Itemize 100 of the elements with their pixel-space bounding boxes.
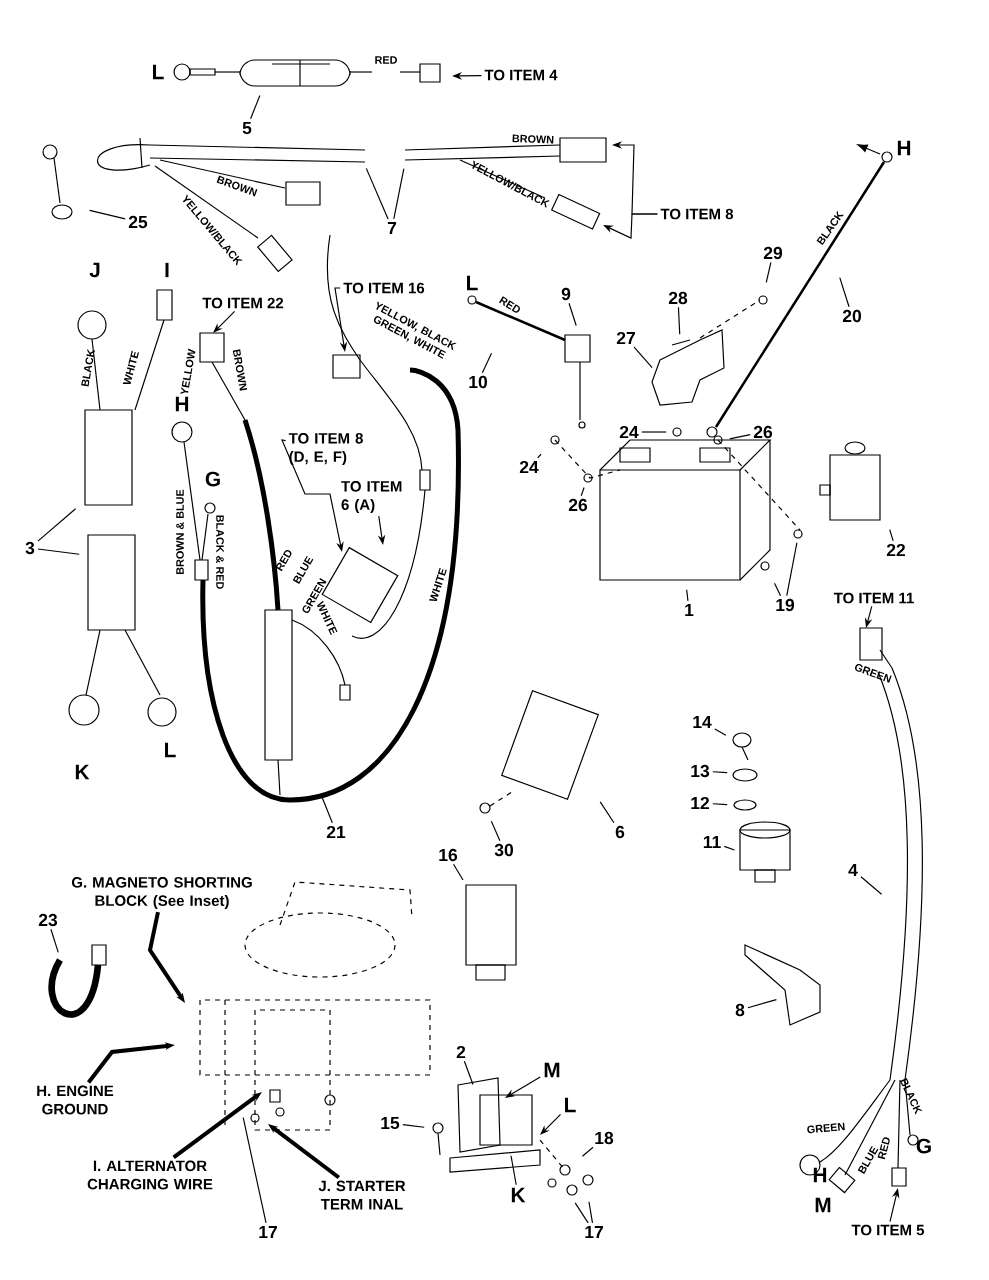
- leader-line: [889, 529, 894, 542]
- leader-line: [463, 1060, 474, 1086]
- leader-line: [393, 168, 405, 220]
- callout-number: 7: [387, 222, 397, 235]
- callout-number: 8: [735, 1003, 745, 1017]
- leader-line: [365, 167, 389, 220]
- callout-number: 21: [326, 825, 346, 839]
- connection-note: TO ITEM 22: [202, 297, 284, 309]
- callout-number: 24: [619, 425, 639, 439]
- part-note: I. ALTERNATOR CHARGING WIRE: [87, 1160, 213, 1190]
- terminal-letter: H: [175, 396, 189, 412]
- leader-line: [574, 1202, 589, 1224]
- leader-line: [402, 1124, 425, 1128]
- callout-number: 17: [585, 1226, 603, 1239]
- callout-number: 12: [691, 796, 709, 810]
- leader-line: [714, 728, 727, 736]
- pointer-arrow: [540, 1113, 562, 1135]
- callout-number: 6: [615, 825, 625, 839]
- callout-number: 24: [519, 460, 539, 474]
- callout-number: 18: [595, 1131, 614, 1145]
- callout-number: 10: [469, 375, 487, 389]
- terminal-letter: K: [511, 1187, 526, 1203]
- terminal-letter: G: [205, 471, 220, 487]
- leader-line: [490, 820, 501, 842]
- wire-color-label: RED: [498, 296, 520, 313]
- callout-number: 2: [456, 1045, 466, 1059]
- callout-number: 26: [753, 425, 773, 439]
- part-note: H. ENGINE GROUND: [37, 1085, 114, 1115]
- wire-color-label: WHITE: [122, 350, 139, 384]
- leader-line: [765, 261, 772, 283]
- leader-line: [568, 302, 577, 327]
- callout-number: 5: [242, 121, 252, 135]
- leader-line: [510, 1155, 517, 1186]
- leader-line: [321, 796, 333, 824]
- wire-color-label: BROWN: [512, 134, 554, 144]
- terminal-letter: I: [165, 262, 169, 278]
- callout-number: 20: [842, 309, 861, 323]
- callout-number: 30: [494, 843, 513, 857]
- wire-color-label: BROWN & BLUE: [176, 489, 184, 574]
- leader-line: [537, 453, 542, 459]
- leader-line: [860, 876, 883, 895]
- callout-number: 3: [25, 541, 35, 555]
- callout-number: 15: [381, 1116, 400, 1130]
- terminal-letter: L: [565, 1097, 576, 1113]
- callout-number: 29: [763, 246, 783, 260]
- leader-line: [481, 352, 493, 374]
- connection-note: TO ITEM 5: [851, 1224, 925, 1236]
- terminal-letter: H: [813, 1167, 827, 1183]
- part-note: G. MAGNETO SHORTING BLOCK (See Inset): [71, 877, 252, 909]
- leader-line: [588, 1201, 594, 1224]
- leader-line: [786, 542, 798, 597]
- wire-color-label: YELLOW: [180, 348, 196, 394]
- leader-line: [712, 771, 728, 774]
- leader-line: [686, 589, 689, 602]
- leader-line: [677, 306, 681, 335]
- wire-color-label: BROWN: [232, 349, 248, 391]
- callout-number: 9: [561, 287, 571, 301]
- pointer-arrow: [603, 213, 658, 239]
- terminal-letter: K: [75, 764, 90, 780]
- callout-number: 17: [259, 1226, 277, 1239]
- connection-note: TO ITEM 16: [343, 282, 425, 294]
- callout-number: 1: [685, 604, 694, 617]
- connection-note: TO ITEM 8 (D, E, F): [288, 433, 363, 465]
- callout-number: 25: [128, 215, 148, 229]
- leader-line: [250, 94, 261, 120]
- callout-number: 16: [439, 848, 458, 862]
- leader-line: [712, 803, 728, 806]
- leader-line: [599, 801, 615, 824]
- terminal-letter: G: [916, 1138, 931, 1154]
- terminal-letter: L: [153, 64, 164, 80]
- pointer-arrow: [213, 310, 236, 333]
- leader-line: [747, 999, 777, 1009]
- terminal-letter: M: [544, 1062, 560, 1078]
- callout-number: 26: [568, 498, 588, 512]
- leader-line: [242, 1117, 267, 1224]
- leader-line: [452, 863, 464, 881]
- connection-note: TO ITEM 6 (A): [341, 481, 402, 513]
- terminal-letter: L: [467, 275, 478, 291]
- connection-note: TO ITEM 8: [660, 208, 734, 220]
- wire-color-label: BLACK: [81, 349, 95, 387]
- callout-number: 19: [776, 598, 795, 612]
- leader-line: [37, 508, 77, 542]
- terminal-letter: H: [897, 140, 911, 156]
- callout-number: 13: [691, 764, 710, 778]
- leader-line: [37, 548, 80, 555]
- callout-number: 22: [886, 543, 905, 557]
- callout-number: 11: [703, 836, 721, 849]
- wire-color-label: BLACK & RED: [216, 515, 224, 589]
- terminal-letter: L: [165, 742, 176, 758]
- wire-color-label: RED: [877, 1137, 890, 1160]
- leader-line: [633, 346, 653, 369]
- terminal-letter: M: [815, 1197, 831, 1213]
- connection-note: TO ITEM 4: [484, 69, 558, 81]
- pointer-arrow: [505, 1076, 541, 1098]
- wire-color-label: RED: [375, 56, 397, 64]
- wire-color-label: GREEN: [807, 1122, 845, 1134]
- leader-line: [580, 486, 585, 497]
- part-note: J. STARTER TERM INAL: [318, 1180, 406, 1210]
- leader-line: [89, 209, 126, 220]
- terminal-letter: J: [89, 262, 100, 278]
